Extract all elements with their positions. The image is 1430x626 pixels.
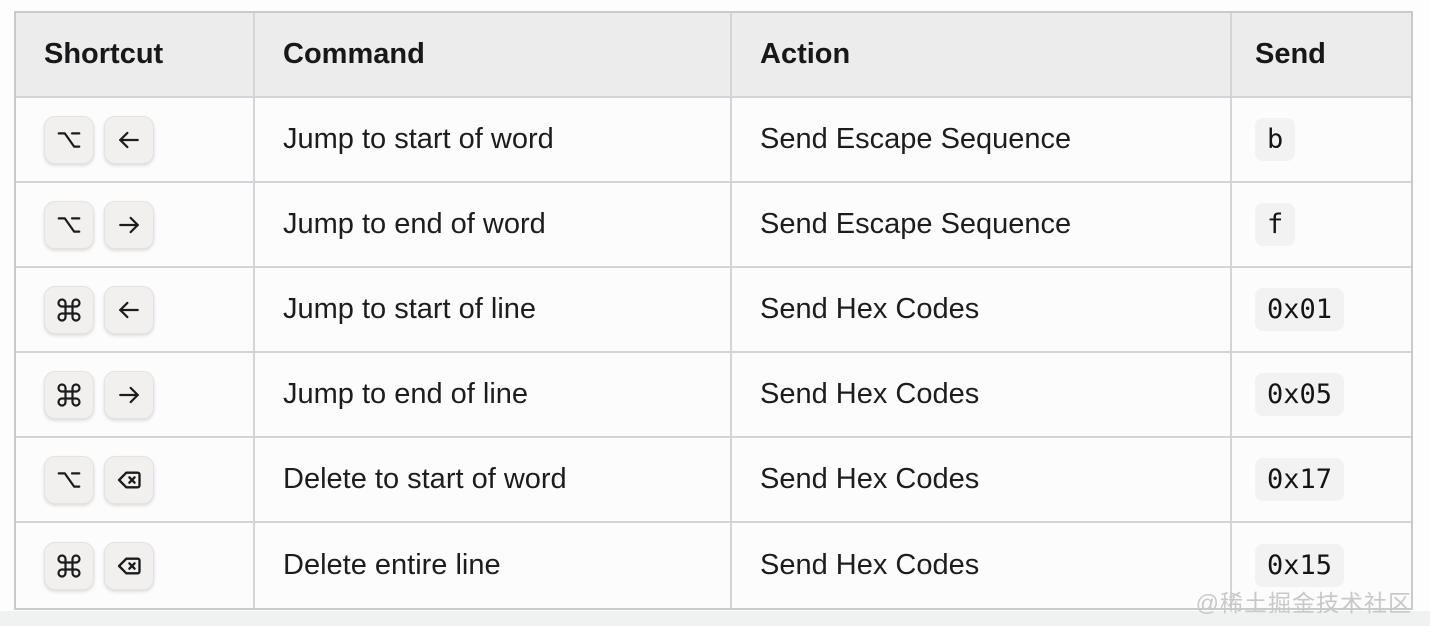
- action-cell: Send Hex Codes: [732, 523, 1232, 608]
- arrow-right-key: [104, 200, 154, 249]
- shortcut-cell: [16, 523, 255, 608]
- shortcut-cell: [16, 438, 255, 523]
- command-cell: Delete to start of word: [255, 438, 732, 523]
- header-send: Send: [1232, 13, 1411, 98]
- delete-key-icon: [115, 466, 143, 494]
- command-key: [44, 285, 94, 334]
- arrow-right-key-icon: [115, 211, 143, 239]
- arrow-left-key-icon: [115, 126, 143, 154]
- send-code: 0x05: [1255, 373, 1345, 416]
- delete-key-icon: [115, 552, 143, 580]
- arrow-left-key-icon: [115, 296, 143, 324]
- option-key-icon: [55, 211, 83, 239]
- send-cell: f: [1232, 183, 1411, 268]
- option-key: [44, 455, 94, 504]
- command-cell: Jump to start of word: [255, 98, 732, 183]
- shortcut-table: Shortcut Command Action Send Jump to sta…: [14, 11, 1413, 610]
- command-key-icon: [55, 552, 83, 580]
- command-cell: Jump to end of word: [255, 183, 732, 268]
- option-key-icon: [55, 126, 83, 154]
- command-cell: Jump to end of line: [255, 353, 732, 438]
- option-key: [44, 115, 94, 164]
- command-cell: Jump to start of line: [255, 268, 732, 353]
- shortcut-cell: [16, 353, 255, 438]
- send-cell: 0x15: [1232, 523, 1411, 608]
- shortcut-cell: [16, 98, 255, 183]
- option-key: [44, 200, 94, 249]
- header-shortcut: Shortcut: [16, 13, 255, 98]
- delete-key: [104, 541, 154, 590]
- send-cell: 0x05: [1232, 353, 1411, 438]
- action-cell: Send Hex Codes: [732, 438, 1232, 523]
- send-code: 0x01: [1255, 288, 1345, 331]
- action-cell: Send Escape Sequence: [732, 183, 1232, 268]
- send-cell: 0x17: [1232, 438, 1411, 523]
- option-key-icon: [55, 466, 83, 494]
- arrow-right-key-icon: [115, 381, 143, 409]
- action-cell: Send Hex Codes: [732, 353, 1232, 438]
- command-key: [44, 541, 94, 590]
- header-command: Command: [255, 13, 732, 98]
- send-code: b: [1255, 118, 1296, 161]
- delete-key: [104, 455, 154, 504]
- command-key-icon: [55, 296, 83, 324]
- shortcut-cell: [16, 183, 255, 268]
- shortcut-cell: [16, 268, 255, 353]
- header-action: Action: [732, 13, 1232, 98]
- send-cell: b: [1232, 98, 1411, 183]
- arrow-left-key: [104, 285, 154, 334]
- send-code: f: [1255, 203, 1296, 246]
- send-cell: 0x01: [1232, 268, 1411, 353]
- arrow-left-key: [104, 115, 154, 164]
- action-cell: Send Escape Sequence: [732, 98, 1232, 183]
- action-cell: Send Hex Codes: [732, 268, 1232, 353]
- command-key-icon: [55, 381, 83, 409]
- command-cell: Delete entire line: [255, 523, 732, 608]
- command-key: [44, 370, 94, 419]
- send-code: 0x17: [1255, 458, 1345, 501]
- arrow-right-key: [104, 370, 154, 419]
- send-code: 0x15: [1255, 544, 1345, 587]
